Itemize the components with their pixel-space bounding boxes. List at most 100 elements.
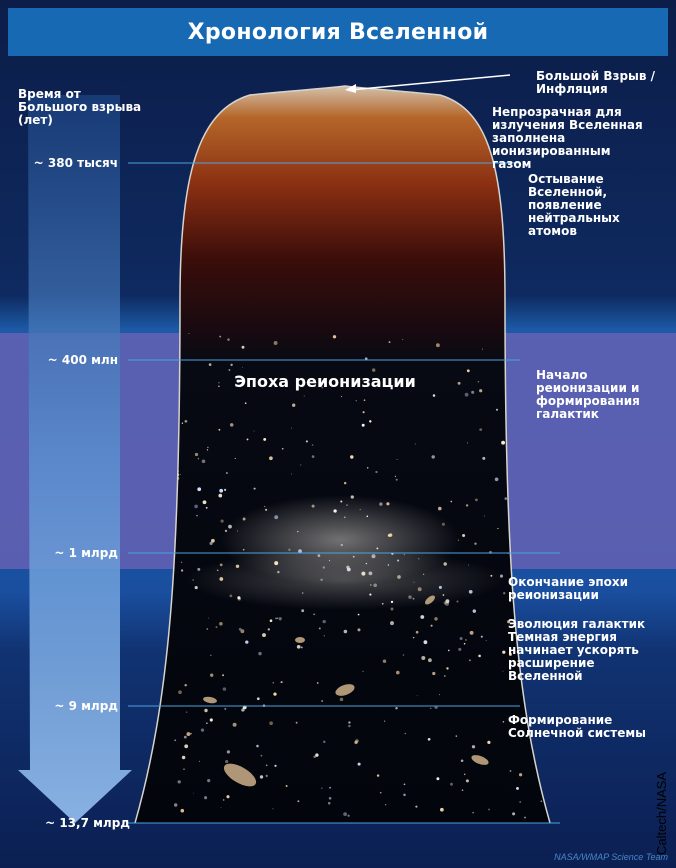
star-dot xyxy=(327,801,331,805)
star-dot xyxy=(388,341,391,344)
star-dot xyxy=(464,638,467,641)
star-dot xyxy=(443,601,447,605)
star-dot xyxy=(443,562,447,566)
star-dot xyxy=(442,594,445,596)
star-dot xyxy=(269,619,273,623)
star-dot xyxy=(396,459,398,460)
star-dot xyxy=(178,690,182,695)
page-title: Хронология Вселенной xyxy=(8,8,668,56)
star-dot xyxy=(397,575,401,579)
big-bang-arrowhead xyxy=(345,84,356,93)
star-dot xyxy=(361,571,366,576)
star-dot xyxy=(428,658,432,663)
star-dot xyxy=(218,428,221,431)
star-dot xyxy=(174,739,177,742)
star-dot xyxy=(435,343,440,348)
star-dot xyxy=(432,671,436,676)
star-dot xyxy=(297,800,300,803)
star-dot xyxy=(355,739,359,743)
star-dot xyxy=(540,800,542,802)
star-dot xyxy=(362,670,364,673)
star-dot xyxy=(371,368,376,372)
star-dot xyxy=(180,561,183,563)
star-dot xyxy=(313,613,315,616)
star-dot xyxy=(460,759,464,763)
event-reionization-end: Окончание эпохи реионизации xyxy=(508,575,629,602)
star-dot xyxy=(194,586,198,590)
star-dot xyxy=(524,816,526,819)
star-dot xyxy=(366,515,369,518)
star-dot xyxy=(422,573,425,575)
star-dot xyxy=(343,481,347,485)
star-dot xyxy=(441,522,445,526)
star-dot xyxy=(414,443,416,445)
galaxy-shape xyxy=(425,595,435,605)
universe-outline xyxy=(134,85,551,824)
star-dot xyxy=(479,389,483,393)
star-dot xyxy=(316,682,319,684)
star-dot xyxy=(519,801,522,803)
star-dot xyxy=(352,555,355,558)
star-dot xyxy=(412,636,415,639)
star-dot xyxy=(297,530,299,533)
star-dot xyxy=(333,509,337,513)
star-dot xyxy=(499,574,504,578)
star-dot xyxy=(301,592,304,594)
star-dot xyxy=(369,584,372,586)
star-dot xyxy=(219,622,223,626)
star-dot xyxy=(485,639,487,642)
star-dot xyxy=(253,487,256,490)
star-dot xyxy=(321,386,324,389)
event-reionization-start: Начало реионизации и формирования галакт… xyxy=(536,368,640,421)
star-dot xyxy=(403,554,405,556)
star-dot xyxy=(274,515,279,520)
star-dot xyxy=(278,617,282,621)
star-dot xyxy=(234,457,236,459)
star-dot xyxy=(260,754,263,757)
star-dot xyxy=(265,764,268,767)
star-dot xyxy=(186,732,191,737)
star-dot xyxy=(403,793,406,797)
star-dot xyxy=(256,697,260,701)
star-dot xyxy=(504,497,508,500)
star-dot xyxy=(242,517,246,521)
star-dot xyxy=(466,369,470,373)
star-dot xyxy=(179,473,181,475)
star-dot xyxy=(430,707,432,709)
star-dot xyxy=(357,613,360,616)
star-dot xyxy=(373,583,377,588)
star-dot xyxy=(475,498,478,502)
star-dot xyxy=(438,585,442,589)
star-dot xyxy=(193,792,195,794)
star-dot xyxy=(443,675,446,677)
star-dot xyxy=(318,627,321,630)
star-dot xyxy=(184,684,187,687)
star-dot xyxy=(226,795,230,799)
star-dot xyxy=(296,644,301,649)
star-dot xyxy=(244,402,247,405)
star-dot xyxy=(365,562,368,565)
star-dot xyxy=(322,566,326,569)
star-dot xyxy=(185,711,188,713)
galaxy-shape xyxy=(471,755,489,765)
star-dot xyxy=(228,369,231,371)
event-big-bang: Большой Взрыв / Инфляция xyxy=(536,69,656,96)
tick-9b: ~ 9 млрд xyxy=(54,699,118,713)
galaxy-shape xyxy=(335,684,355,696)
star-dot xyxy=(181,422,184,424)
star-dot xyxy=(478,654,481,658)
star-dot xyxy=(461,789,464,792)
star-dot xyxy=(208,363,212,366)
tick-400m: ~ 400 млн xyxy=(47,353,118,367)
star-dot xyxy=(350,495,354,499)
star-dot xyxy=(216,569,219,572)
star-dot xyxy=(458,647,462,651)
star-dot xyxy=(291,473,293,475)
star-dot xyxy=(253,430,255,432)
star-dot xyxy=(224,488,227,491)
star-dot xyxy=(240,629,245,634)
star-dot xyxy=(272,808,274,810)
star-dot xyxy=(320,578,323,581)
star-dot xyxy=(183,768,185,770)
